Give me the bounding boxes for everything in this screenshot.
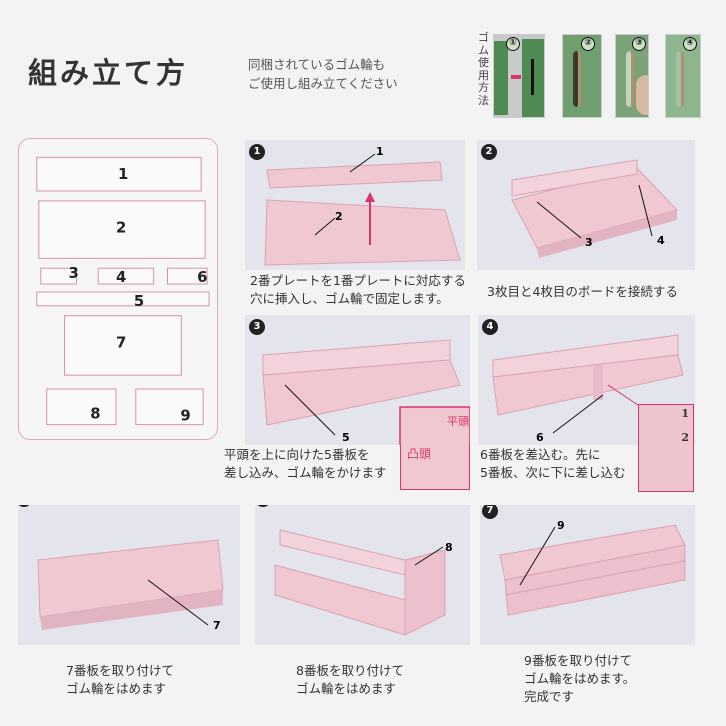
caption-line: ゴム輪をはめます。 [524, 671, 636, 686]
step-4-caption: 6番板を差込む。先に 5番板、次に下に差し込む [480, 446, 625, 482]
inset-label: 2 [681, 431, 689, 444]
step-2-photo: 3 4 2 [477, 140, 695, 270]
inset-label: 1 [681, 407, 689, 420]
step-5-photo: 7 5 [18, 505, 240, 645]
caption-line: 6番板を差込む。先に [480, 447, 601, 462]
part-5 [36, 291, 210, 307]
step-3-caption: 平頭を上に向けた5番板を 差し込み、ゴム輪をかけます [224, 446, 387, 482]
intro-line: 同梱されているゴム輪も [248, 57, 386, 72]
step-number-badge: 3 [249, 319, 265, 335]
caption-line: 8番板を取り付けて [296, 663, 404, 678]
part-label: 6 [197, 268, 207, 286]
rubber-step-2-image: ② [562, 34, 602, 118]
callout: 5 [342, 431, 350, 444]
part-8 [46, 388, 117, 426]
step-number: ② [581, 37, 595, 51]
caption-line: 7番板を取り付けて [66, 663, 174, 678]
parts-diagram: 1 2 3 4 6 5 7 8 9 [18, 138, 218, 440]
part-1 [36, 156, 202, 192]
caption-line: 3枚目と4枚目のボードを接続する [487, 284, 678, 299]
part-label: 8 [90, 405, 100, 423]
part-label: 4 [116, 268, 126, 286]
callout: 9 [557, 519, 565, 532]
part-label: 2 [116, 219, 126, 237]
part-2 [38, 200, 206, 259]
step-number-badge: 4 [482, 319, 498, 335]
caption-line: 9番板を取り付けて [524, 653, 632, 668]
step-5-caption: 7番板を取り付けて ゴム輪をはめます [66, 662, 174, 698]
step-number: ④ [683, 37, 697, 51]
part-label: 1 [118, 165, 128, 183]
caption-line: 差し込み、ゴム輪をかけます [224, 465, 387, 480]
part-3 [40, 267, 77, 285]
inset-detail: 凸頭 [400, 445, 470, 490]
part-label: 3 [69, 264, 79, 282]
rubber-step-3-image: ③ [615, 34, 649, 118]
caption-line: 穴に挿入し、ゴム輪で固定します。 [250, 291, 449, 306]
step-number-badge: 7 [482, 505, 498, 519]
step-number-badge: 5 [18, 505, 32, 507]
arrow-icon [511, 75, 521, 79]
step-6-photo: 8 6 [255, 505, 470, 645]
step-4-photo: 6 4 [478, 315, 695, 445]
page-title: 組み立て方 [28, 56, 189, 90]
part-6 [167, 267, 208, 285]
inset-label-bump: 凸頭 [407, 447, 432, 461]
caption-line: 平頭を上に向けた5番板を [224, 447, 370, 462]
step-2-caption: 3枚目と4枚目のボードを接続する [487, 283, 678, 301]
callout: 3 [585, 236, 593, 249]
step-7-photo: 9 7 [480, 505, 695, 645]
callout: 6 [536, 431, 544, 444]
step-7-caption: 9番板を取り付けて ゴム輪をはめます。 完成です [524, 652, 635, 706]
callout: 4 [657, 234, 665, 247]
part-7 [64, 315, 182, 376]
part-4 [97, 267, 155, 285]
rubber-step-1-image: ① [493, 34, 545, 118]
inset-label-flat: 平頭 [447, 415, 469, 428]
callout: 1 [376, 145, 384, 158]
step-number-badge: 6 [255, 505, 271, 507]
step-3-photo: 5 平頭 3 [245, 315, 470, 445]
step-1-photo: 1 2 1 [245, 140, 465, 270]
part-label: 9 [180, 407, 190, 425]
caption-line: ゴム輪をはめます [66, 681, 167, 696]
callout: 2 [335, 210, 343, 223]
intro-text: 同梱されているゴム輪も ご使用し組み立てください [248, 55, 398, 93]
rubber-band-usage-label: ゴム使用方法 [478, 31, 489, 107]
step-number: ③ [632, 37, 646, 51]
step-number-badge: 2 [481, 144, 497, 160]
callout: 7 [213, 619, 221, 632]
rubber-step-4-image: ④ [665, 34, 701, 118]
part-label: 7 [116, 333, 126, 351]
caption-line: 完成です [524, 689, 575, 704]
step-1-caption: 2番プレートを1番プレートに対応する 穴に挿入し、ゴム輪で固定します。 [250, 272, 466, 308]
step-6-caption: 8番板を取り付けて ゴム輪をはめます [296, 662, 404, 698]
step-4-inset: 1 2 [638, 404, 694, 492]
callout: 8 [445, 541, 453, 554]
part-9 [135, 388, 204, 426]
caption-line: 5番板、次に下に差し込む [480, 465, 626, 480]
part-label: 5 [134, 292, 144, 310]
step-number-badge: 1 [249, 144, 265, 160]
step-number: ① [506, 37, 520, 51]
caption-line: 2番プレートを1番プレートに対応する [250, 273, 466, 288]
intro-line: ご使用し組み立てください [248, 76, 398, 91]
caption-line: ゴム輪をはめます [296, 681, 397, 696]
